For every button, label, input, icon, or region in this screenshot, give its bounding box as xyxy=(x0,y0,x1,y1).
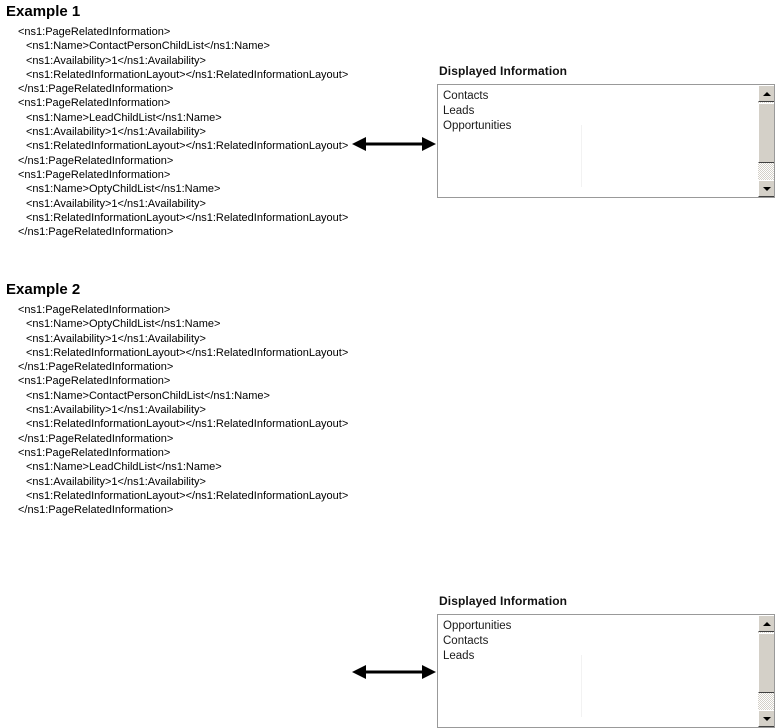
xml-line: <ns1:Name>ContactPersonChildList</ns1:Na… xyxy=(26,389,270,402)
xml-line: <ns1:Name>LeadChildList</ns1:Name> xyxy=(26,461,222,474)
listbox-artifact xyxy=(581,655,582,717)
xml-line: <ns1:Availability>1</ns1:Availability> xyxy=(26,332,206,345)
xml-line: <ns1:RelatedInformationLayout></ns1:Rela… xyxy=(26,211,349,224)
panel-title: Displayed Information xyxy=(439,64,568,78)
xml-line: </ns1:PageRelatedInformation> xyxy=(18,226,174,239)
scroll-up-glyph xyxy=(762,621,771,626)
xml-line: <ns1:RelatedInformationLayout></ns1:Rela… xyxy=(26,418,349,431)
xml-line: <ns1:Name>OptyChildList</ns1:Name> xyxy=(26,318,221,331)
panel-title: Displayed Information xyxy=(439,594,568,608)
xml-line: <ns1:PageRelatedInformation> xyxy=(18,97,171,110)
xml-line: <ns1:RelatedInformationLayout></ns1:Rela… xyxy=(26,140,349,153)
xml-line: <ns1:RelatedInformationLayout></ns1:Rela… xyxy=(26,68,349,81)
double-headed-arrow-icon xyxy=(352,134,436,154)
xml-line: <ns1:PageRelatedInformation> xyxy=(18,446,171,459)
section-heading: Example 1 xyxy=(6,3,81,20)
scroll-down-arrow-icon[interactable] xyxy=(758,710,774,727)
vertical-scrollbar[interactable] xyxy=(757,615,774,727)
xml-line: </ns1:PageRelatedInformation> xyxy=(18,154,174,167)
list-item[interactable]: Opportunities xyxy=(443,620,512,632)
scroll-up-arrow-icon[interactable] xyxy=(758,615,774,632)
scroll-down-glyph xyxy=(762,716,771,721)
list-item[interactable]: Leads xyxy=(443,650,475,662)
vertical-scrollbar[interactable] xyxy=(757,85,774,197)
scroll-down-arrow-icon[interactable] xyxy=(758,180,774,197)
xml-line: <ns1:PageRelatedInformation> xyxy=(18,304,171,316)
section-heading: Example 2 xyxy=(6,281,81,298)
xml-line: <ns1:Name>ContactPersonChildList</ns1:Na… xyxy=(26,40,270,53)
xml-line: </ns1:PageRelatedInformation> xyxy=(18,361,174,374)
double-headed-arrow-icon xyxy=(352,662,436,682)
xml-code-block-2: <ns1:PageRelatedInformation> <ns1:Name>Op… xyxy=(0,303,420,517)
scroll-up-arrow-icon[interactable] xyxy=(758,85,774,102)
xml-line: </ns1:PageRelatedInformation> xyxy=(18,504,174,517)
xml-line: <ns1:PageRelatedInformation> xyxy=(18,375,171,388)
xml-line: <ns1:Availability>1</ns1:Availability> xyxy=(26,126,206,139)
xml-line: <ns1:RelatedInformationLayout></ns1:Rela… xyxy=(26,489,349,502)
xml-line: <ns1:RelatedInformationLayout></ns1:Rela… xyxy=(26,346,349,359)
xml-line: <ns1:Availability>1</ns1:Availability> xyxy=(26,54,206,67)
xml-line: <ns1:Availability>1</ns1:Availability> xyxy=(26,475,206,488)
scroll-up-glyph xyxy=(762,91,771,96)
listbox-artifact xyxy=(581,125,582,187)
list-item[interactable]: Contacts xyxy=(443,90,489,102)
xml-line: <ns1:PageRelatedInformation> xyxy=(18,168,171,181)
scrollbar-thumb[interactable] xyxy=(758,103,774,163)
list-item[interactable]: Opportunities xyxy=(443,120,512,132)
list-item[interactable]: Leads xyxy=(443,105,475,117)
xml-line: <ns1:PageRelatedInformation> xyxy=(18,26,171,38)
xml-line: <ns1:Name>OptyChildList</ns1:Name> xyxy=(26,183,221,196)
scroll-down-glyph xyxy=(762,186,771,191)
list-item[interactable]: Contacts xyxy=(443,635,489,647)
xml-line: </ns1:PageRelatedInformation> xyxy=(18,83,174,96)
xml-line: <ns1:Name>LeadChildList</ns1:Name> xyxy=(26,111,222,124)
xml-code-block-1: <ns1:PageRelatedInformation> <ns1:Name>Co… xyxy=(0,25,420,239)
xml-line: <ns1:Availability>1</ns1:Availability> xyxy=(26,197,206,210)
scrollbar-thumb[interactable] xyxy=(758,633,774,693)
xml-line: </ns1:PageRelatedInformation> xyxy=(18,432,174,445)
xml-line: <ns1:Availability>1</ns1:Availability> xyxy=(26,404,206,417)
